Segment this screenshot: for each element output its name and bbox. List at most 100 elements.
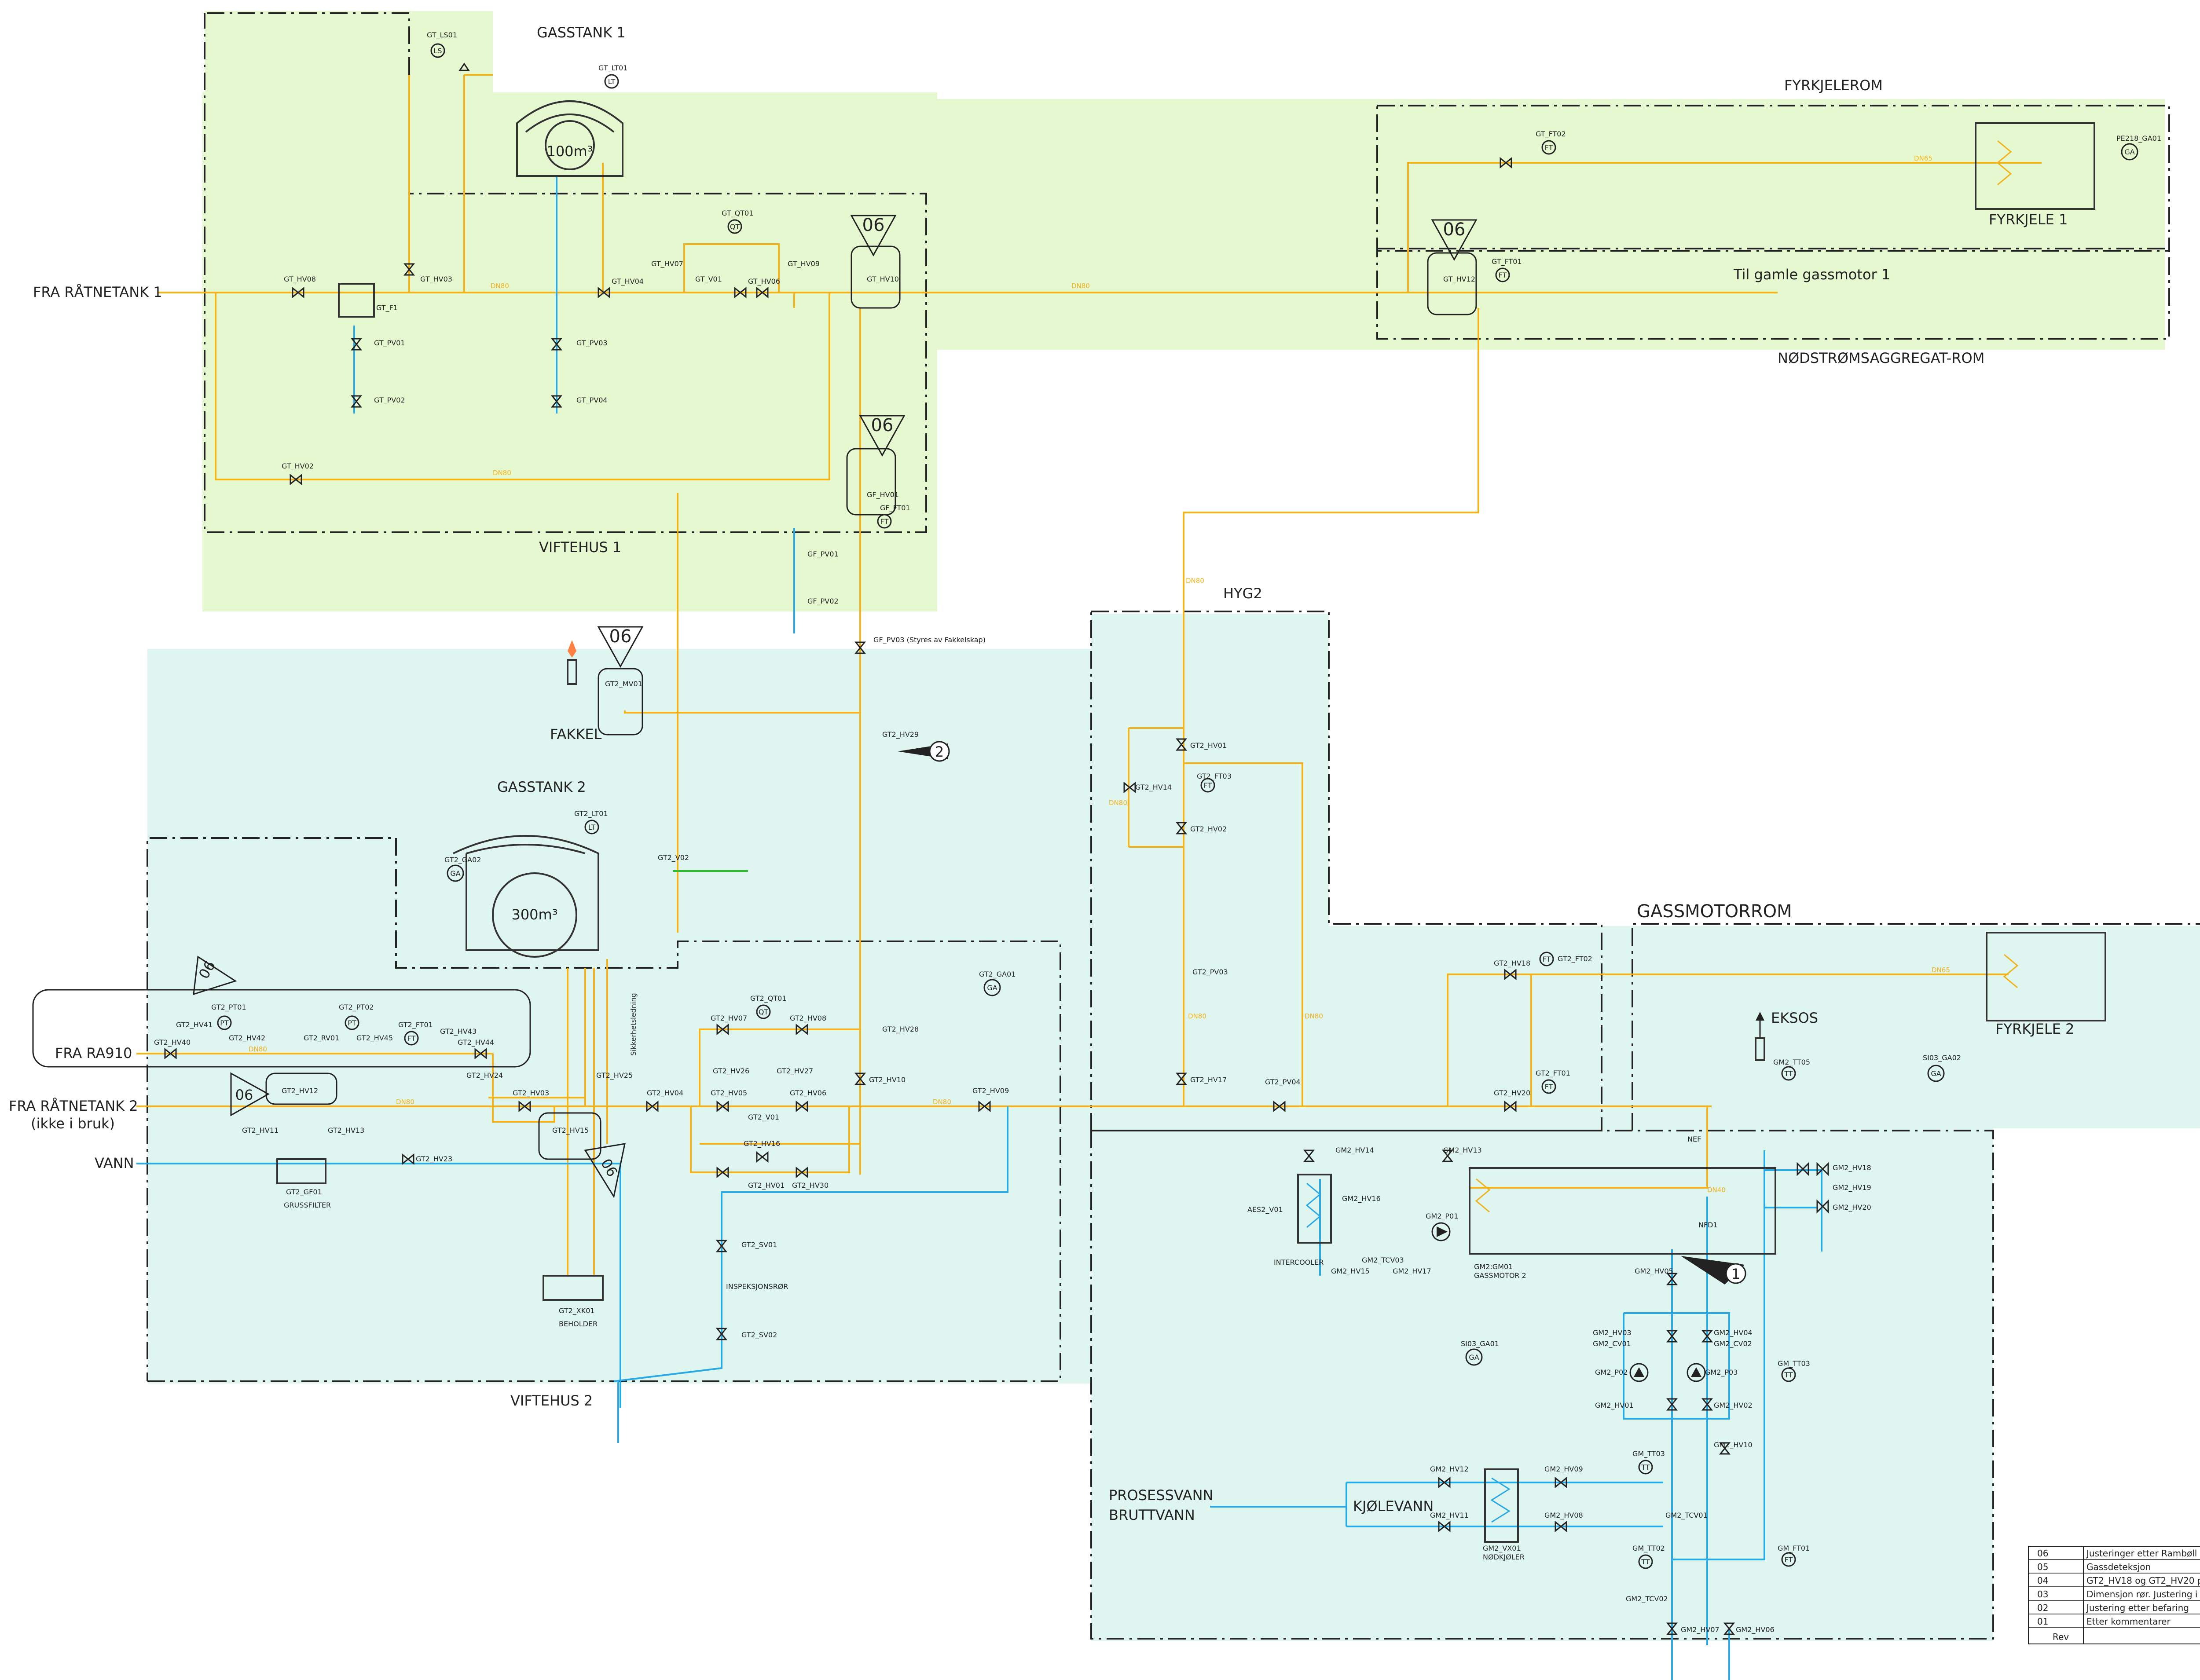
svg-text:DN80: DN80 [1186,577,1204,585]
inst-gt-ft02: FT [1541,140,1556,155]
svg-text:GM2_CV02: GM2_CV02 [1714,1340,1752,1348]
rev-row-4-text: Dimensjon rør. Justering i [2086,1589,2197,1599]
svg-text:TT: TT [1641,1463,1650,1471]
svg-text:GT2_HV16: GT2_HV16 [744,1139,780,1148]
svg-text:GT2_HV24: GT2_HV24 [466,1071,503,1080]
svg-text:SI03_GA02: SI03_GA02 [1923,1054,1961,1062]
rev-triangle-2: 06 [1431,219,1478,261]
svg-text:LS: LS [433,47,442,55]
svg-text:GT2_XK01: GT2_XK01 [559,1307,595,1315]
svg-text:GT_FT01: GT_FT01 [1492,257,1522,266]
svg-text:GT2_GF01: GT2_GF01 [286,1188,322,1197]
svg-text:GT2_HV03: GT2_HV03 [513,1089,549,1098]
fyrkjele-2-box [1986,932,2106,1021]
inst-gt-ls01: LS [430,43,445,58]
inlet-ratnetank2: FRA RÅTNETANK 2 [9,1098,138,1114]
label-fyrkjele2: FYRKJELE 2 [1995,1021,2074,1037]
svg-text:DN80: DN80 [249,1045,267,1053]
svg-text:NØDKJØLER: NØDKJØLER [1483,1553,1525,1561]
svg-text:GM2_HV11: GM2_HV11 [1430,1511,1469,1520]
pump-symbols [1431,1222,1706,1382]
svg-text:GM2_HV20: GM2_HV20 [1833,1203,1871,1212]
svg-text:GT_HV06: GT_HV06 [748,277,780,286]
rev-row-3-rev: 04 [2037,1575,2048,1586]
svg-text:GT2_HV12: GT2_HV12 [282,1087,318,1095]
rev-header: Rev [2053,1632,2069,1642]
label-gasstank1: GASSTANK 1 [537,24,626,41]
svg-text:GT2_PV03: GT2_PV03 [1192,968,1228,977]
svg-text:QT: QT [759,1008,769,1016]
svg-text:GM2_HV17: GM2_HV17 [1393,1267,1431,1276]
cooler-coils [1305,1182,1511,1523]
label-prosessvann: PROSESSVANN [1109,1487,1213,1504]
svg-text:FT: FT [880,517,889,526]
svg-text:NFD1: NFD1 [1698,1221,1718,1229]
svg-text:GT2_HV11: GT2_HV11 [242,1126,279,1135]
svg-text:QT: QT [730,223,740,231]
svg-text:06: 06 [862,215,885,235]
svg-text:GM2_HV02: GM2_HV02 [1714,1401,1753,1410]
svg-text:GM2_P03: GM2_P03 [1705,1368,1738,1377]
svg-text:GM2_VX01: GM2_VX01 [1483,1544,1521,1553]
svg-text:GT2_V01: GT2_V01 [748,1113,779,1122]
svg-text:PE218_GA01: PE218_GA01 [2116,134,2161,143]
gas-filter-gt-f1 [338,283,375,318]
svg-text:GT2_FT02: GT2_FT02 [1558,955,1592,963]
inst-gf-ft01: FT [877,514,892,529]
svg-text:GT2_MV01: GT2_MV01 [605,680,642,688]
svg-text:06: 06 [871,415,894,436]
rev-row-2-text: Gassdeteksjon [2086,1562,2151,1572]
svg-text:GT2_HV14: GT2_HV14 [1135,783,1172,792]
rev-row-1-rev: 06 [2037,1548,2048,1559]
rev-row-5-text: Justering etter befaring [2086,1603,2189,1613]
svg-text:GT_PV04: GT_PV04 [576,396,608,405]
zone-fills [147,11,2200,1641]
svg-text:GT2_HV08: GT2_HV08 [790,1014,826,1023]
svg-text:GT_HV04: GT_HV04 [612,277,644,286]
svg-text:GT2_PT02: GT2_PT02 [339,1003,374,1012]
rev-row-4-rev: 03 [2037,1589,2048,1599]
svg-text:FT: FT [1545,143,1553,152]
svg-text:DN80: DN80 [1071,282,1090,290]
svg-text:GM_TT03: GM_TT03 [1778,1359,1810,1368]
svg-text:GT_V01: GT_V01 [695,275,722,284]
svg-text:DN80: DN80 [1305,1012,1323,1020]
svg-text:GF_PV03 (Styres av Fakkelskap): GF_PV03 (Styres av Fakkelskap) [873,636,986,644]
inst-gt2-pt01: PT [217,1015,232,1030]
heat-exchanger-symbols [1475,140,2019,1213]
callout-2: 2 [898,741,950,762]
rev-row-6-rev: 01 [2037,1616,2048,1627]
svg-text:GT_F1: GT_F1 [376,304,398,312]
svg-text:GT2_HV43: GT2_HV43 [440,1027,477,1036]
gasstank-1: 100m³ [516,100,623,177]
svg-text:GT2_HV13: GT2_HV13 [328,1126,364,1135]
svg-text:DN80: DN80 [933,1098,951,1106]
svg-text:DN80: DN80 [396,1098,414,1106]
svg-text:GT2_RV01: GT2_RV01 [304,1034,339,1043]
svg-text:INSPEKSJONSRØR: INSPEKSJONSRØR [726,1282,788,1291]
svg-text:GT2_QT01: GT2_QT01 [750,994,787,1003]
svg-text:GT2_HV05: GT2_HV05 [711,1089,747,1098]
svg-text:GT2_LT01: GT2_LT01 [574,809,608,818]
inst-gt-lt01: LT [604,74,619,89]
svg-text:NEF: NEF [1687,1135,1701,1143]
svg-text:GT2_FT01: GT2_FT01 [1536,1069,1570,1078]
svg-text:GT_PV01: GT_PV01 [374,339,405,348]
svg-text:GM2_TCV01: GM2_TCV01 [1665,1511,1708,1520]
rev-row-5-rev: 02 [2037,1603,2048,1613]
svg-text:SI03_GA01: SI03_GA01 [1461,1340,1499,1348]
svg-text:FT: FT [407,1034,416,1043]
svg-text:GT2_HV40: GT2_HV40 [154,1038,191,1047]
inst-gt2-ft02: FT [1539,952,1554,966]
svg-text:GM2_HV05: GM2_HV05 [1635,1267,1673,1276]
fakkel-stack [567,659,577,685]
svg-text:DN65: DN65 [1932,966,1950,974]
svg-text:GA: GA [450,869,460,878]
svg-text:GM2_P02: GM2_P02 [1595,1368,1628,1377]
inst-gt-qt01: QT [727,219,742,234]
svg-text:GM2_HV16: GM2_HV16 [1342,1194,1381,1203]
svg-text:GT_LS01: GT_LS01 [427,31,457,40]
svg-text:GM2_HV12: GM2_HV12 [1430,1465,1469,1474]
svg-text:GT2_HV02: GT2_HV02 [1190,825,1227,834]
tag-labels: GT_LS01 GT_LT01 GT_HV08 GT_HV03 GT_F1 GT… [154,31,2161,1634]
